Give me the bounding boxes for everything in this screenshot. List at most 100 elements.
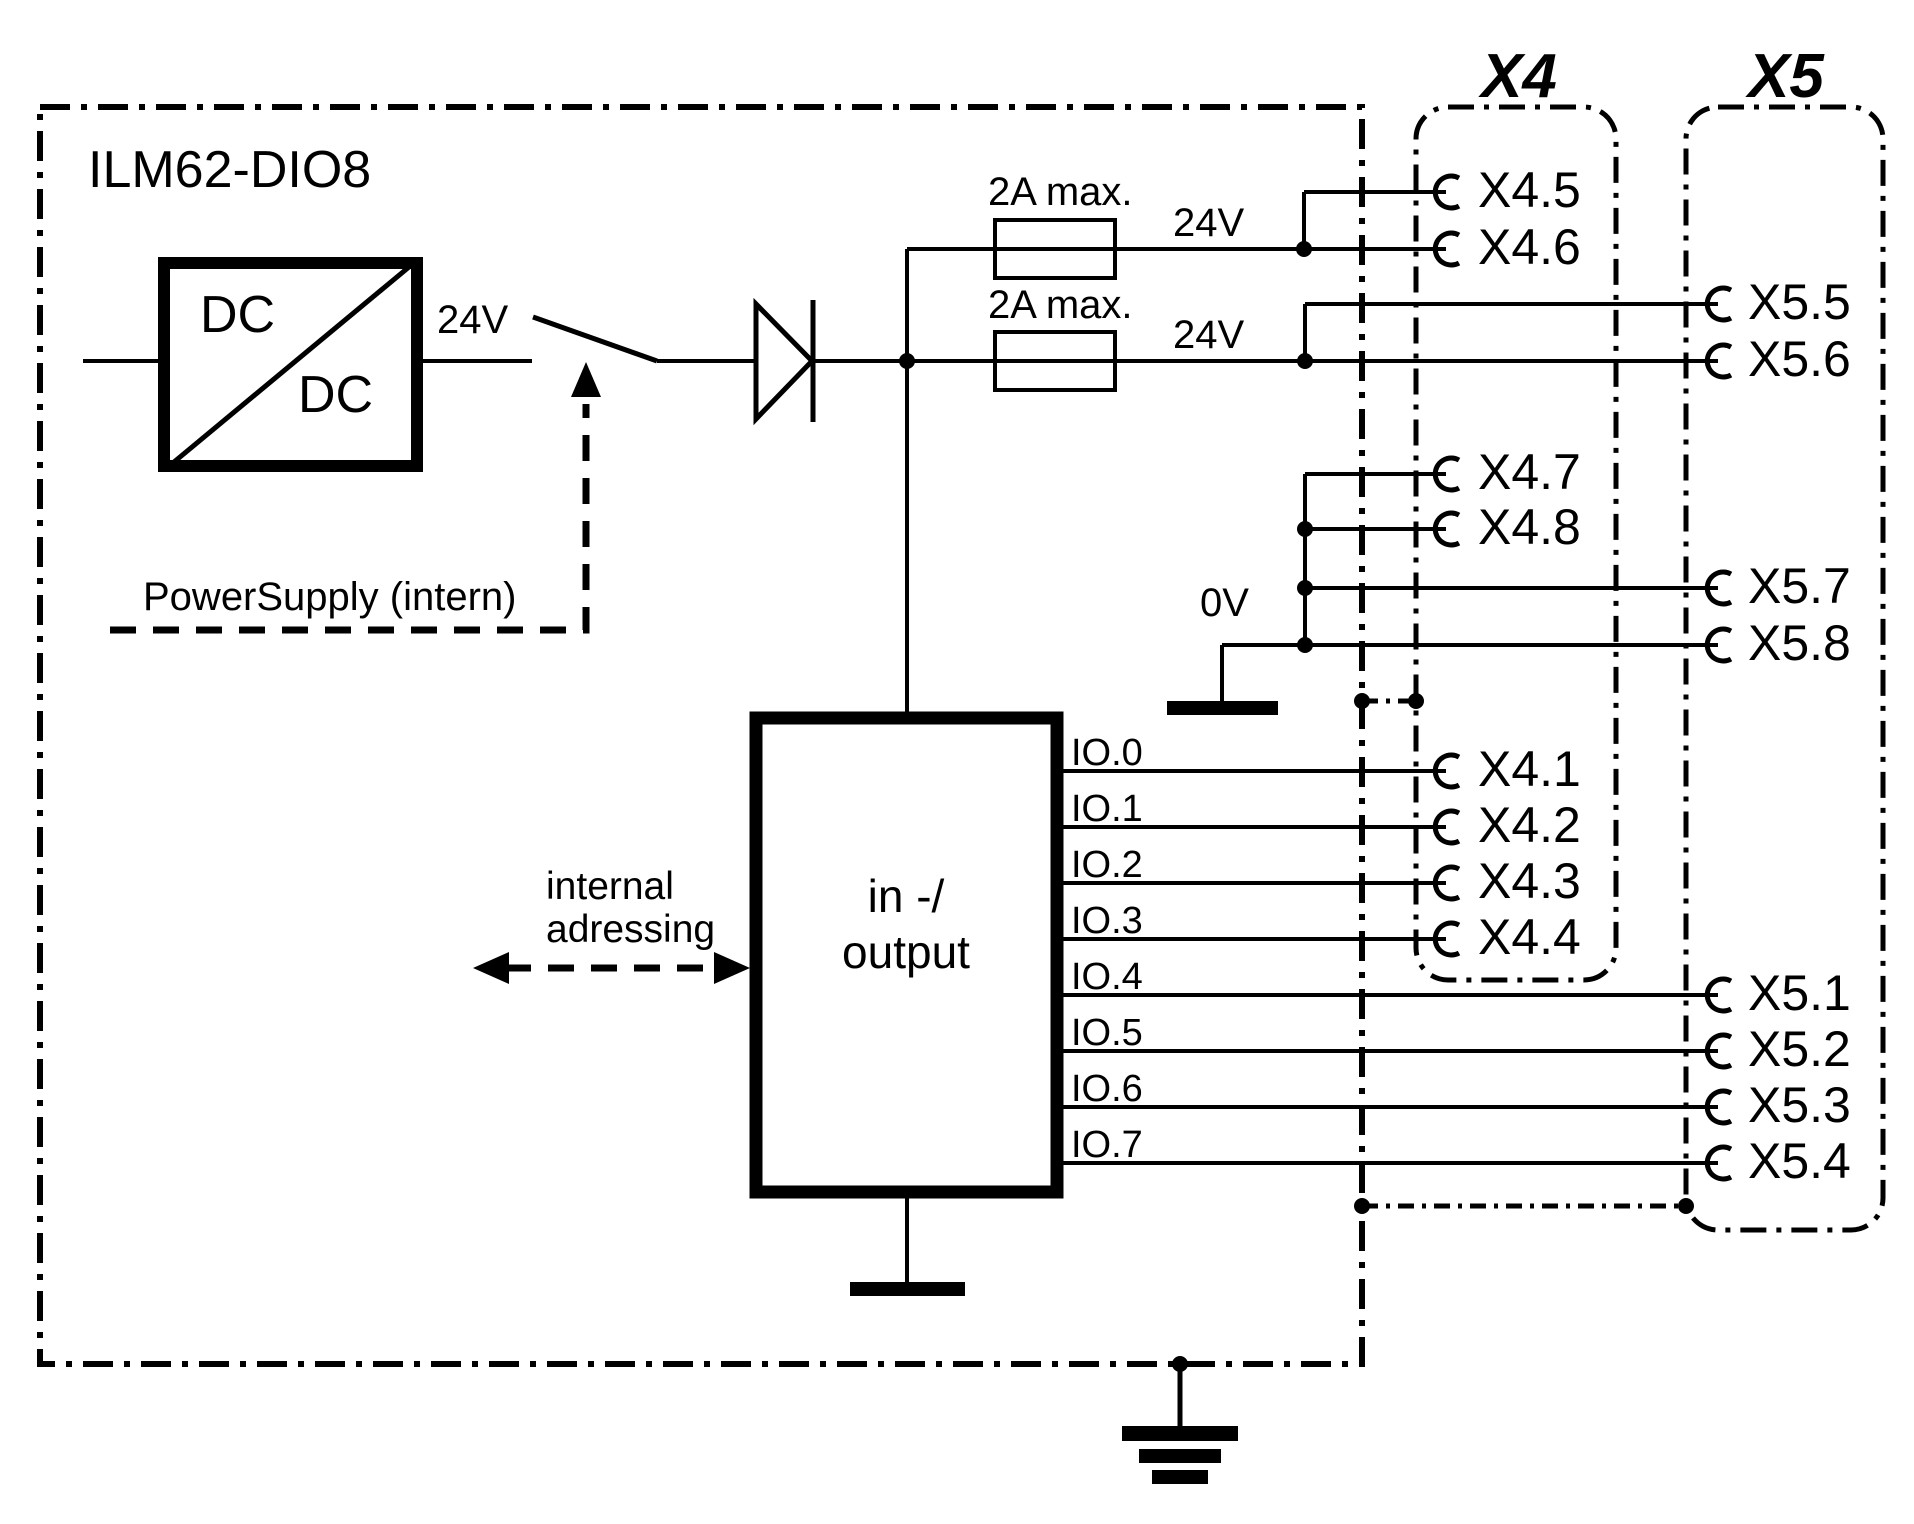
pin-feed-wires xyxy=(1302,190,1718,361)
connector-x5-header: X5 xyxy=(1745,42,1825,111)
connector-x4-boundary xyxy=(1413,104,1619,983)
powersupply-label: PowerSupply (intern) xyxy=(143,575,517,619)
pin-label: X5.5 xyxy=(1748,274,1851,330)
powersupply-dashed-path xyxy=(110,404,590,634)
zero-volt-label: 0V xyxy=(1200,581,1249,625)
module-title: ILM62-DIO8 xyxy=(88,141,371,199)
io-signal-label: IO.0 xyxy=(1071,732,1143,774)
rail-voltage-label: 24V xyxy=(1173,313,1244,357)
io-signal-wires xyxy=(1057,769,1718,1165)
pin-socket-icon xyxy=(1432,920,1461,958)
pin-label: X4.4 xyxy=(1478,909,1581,965)
pin-socket-icon xyxy=(1704,1088,1733,1126)
pin-socket-icon xyxy=(1432,808,1461,846)
powersupply-control: PowerSupply (intern) xyxy=(110,362,601,634)
earth-ground-icon xyxy=(1122,1426,1238,1441)
dcdc-converter-box xyxy=(158,257,423,472)
pin-label: X4.7 xyxy=(1478,444,1581,500)
pin-socket-icon xyxy=(1432,752,1461,790)
io-signal-label: IO.1 xyxy=(1071,788,1143,830)
switch-blade xyxy=(532,314,658,364)
addressing-label-line2: adressing xyxy=(546,908,715,951)
pin-label: X4.8 xyxy=(1478,499,1581,555)
pin-label: X4.6 xyxy=(1478,219,1581,275)
arrow-left-icon xyxy=(473,952,509,984)
junction-dot xyxy=(1297,353,1313,369)
junction-dots xyxy=(899,241,1313,653)
shield-link-x5 xyxy=(1354,1198,1694,1214)
signal-ground-icon xyxy=(1167,701,1278,715)
dcdc-input-label: DC xyxy=(200,286,275,344)
pin-label: X4.5 xyxy=(1478,162,1581,218)
dcdc-diagonal xyxy=(172,265,411,464)
addressing-label-line1: internal xyxy=(546,865,674,908)
io-signal-label: IO.4 xyxy=(1071,956,1143,998)
rail-voltage-label: 24V xyxy=(1173,201,1244,245)
io-signal-label: IO.7 xyxy=(1071,1124,1143,1166)
fuse-rating-label: 2A max. xyxy=(988,170,1133,214)
fuse-icon xyxy=(993,218,1117,280)
pin-socket-icon xyxy=(1704,1032,1733,1070)
junction-dot xyxy=(1296,241,1312,257)
pin-socket-icon xyxy=(1432,230,1461,268)
io-signal-label: IO.5 xyxy=(1071,1012,1143,1054)
arrow-up-icon xyxy=(571,362,601,397)
pin-socket-icon xyxy=(1432,173,1461,211)
module-boundary-box xyxy=(37,104,1365,1367)
arrow-right-icon xyxy=(714,952,750,984)
pin-socket-icon xyxy=(1432,510,1461,548)
connector-x5-pins: X5.5 X5.6 X5.7 X5.8 X5.1 X5.2 X5.3 X5.4 xyxy=(1704,274,1851,1189)
pin-label: X4.2 xyxy=(1478,797,1581,853)
pin-label: X5.4 xyxy=(1748,1133,1851,1189)
pin-socket-icon xyxy=(1432,455,1461,493)
internal-addressing: internal adressing xyxy=(473,865,750,984)
io-signal-label: IO.2 xyxy=(1071,844,1143,886)
pin-label: X5.3 xyxy=(1748,1077,1851,1133)
diode-icon xyxy=(753,297,816,426)
junction-dot xyxy=(1297,521,1313,537)
junction-dot xyxy=(1297,637,1313,653)
pin-label: X5.6 xyxy=(1748,331,1851,387)
pin-socket-icon xyxy=(1704,976,1733,1014)
fuse-icon xyxy=(993,330,1117,392)
pin-label: X5.8 xyxy=(1748,615,1851,671)
junction-dot xyxy=(1408,693,1424,709)
junction-dot xyxy=(899,353,915,369)
pin-label: X5.7 xyxy=(1748,558,1851,614)
pin-socket-icon xyxy=(1704,626,1733,664)
connector-x4-header: X4 xyxy=(1478,42,1557,111)
dcdc-output-voltage-label: 24V xyxy=(437,298,508,342)
pin-label: X4.3 xyxy=(1478,853,1581,909)
pin-socket-icon xyxy=(1432,864,1461,902)
zero-volt-chain: 0V xyxy=(1167,472,1718,715)
dcdc-output-label: DC xyxy=(298,366,373,424)
pin-label: X5.2 xyxy=(1748,1021,1851,1077)
connector-x4-pins: X4.5 X4.6 X4.7 X4.8 X4.1 X4.2 X4.3 X4.4 xyxy=(1432,162,1581,965)
junction-dot xyxy=(1354,1198,1370,1214)
pin-socket-icon xyxy=(1704,569,1733,607)
junction-dot xyxy=(1297,580,1313,596)
pin-socket-icon xyxy=(1704,342,1733,380)
fuse-bottom: 2A max. 24V xyxy=(988,283,1244,392)
pin-label: X4.1 xyxy=(1478,741,1581,797)
shield-link-x4 xyxy=(1354,693,1424,709)
diode-triangle xyxy=(753,297,816,426)
earth-ground-icon xyxy=(1152,1470,1208,1484)
io-block: in -/ output xyxy=(749,711,1064,1296)
io-block-label-line2: output xyxy=(842,926,970,978)
junction-dot xyxy=(1678,1198,1694,1214)
fuse-top: 2A max. 24V xyxy=(988,170,1244,280)
io-block-label-line1: in -/ xyxy=(868,870,945,922)
io-signal-labels: IO.0 IO.1 IO.2 IO.3 IO.4 IO.5 IO.6 IO.7 xyxy=(1071,732,1143,1166)
earth-ground xyxy=(1122,1356,1238,1484)
dcdc-converter: DC DC xyxy=(158,257,423,472)
power-wires xyxy=(83,247,1718,712)
io-signal-label: IO.6 xyxy=(1071,1068,1143,1110)
junction-dot xyxy=(1354,693,1370,709)
io-block-box xyxy=(749,711,1064,1199)
pin-label: X5.1 xyxy=(1748,965,1851,1021)
connector-x5-boundary xyxy=(1683,104,1886,1233)
signal-ground-icon xyxy=(850,1282,965,1296)
